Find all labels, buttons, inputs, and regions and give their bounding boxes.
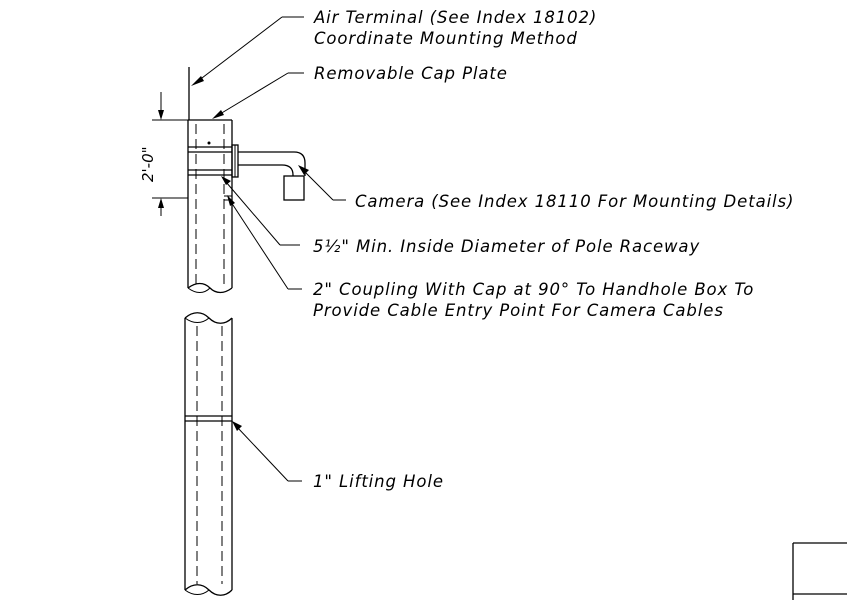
air-terminal-label: Air Terminal (See Index 18102) bbox=[313, 8, 597, 27]
dimension-label: 2'-0" bbox=[139, 146, 157, 182]
coupling-label-line1: 2" Coupling With Cap at 90° To Handhole … bbox=[313, 280, 754, 299]
mounting-method-label: Coordinate Mounting Method bbox=[314, 29, 578, 48]
leader-raceway bbox=[221, 176, 300, 246]
raceway-prefix: 5 bbox=[313, 237, 324, 256]
camera-mount bbox=[231, 144, 306, 201]
raceway-label: 5½" Min. Inside Diameter of Pole Raceway bbox=[313, 237, 700, 256]
lower-pole-section bbox=[184, 312, 233, 596]
upper-pole-section bbox=[187, 119, 233, 294]
camera-body bbox=[283, 175, 305, 201]
leader-lifting-hole bbox=[232, 421, 302, 482]
leader-coupling bbox=[224, 195, 302, 290]
leader-cap-plate bbox=[212, 72, 304, 119]
raceway-fraction: ½ bbox=[324, 237, 341, 256]
leader-air-terminal bbox=[191, 16, 304, 86]
dimension-2ft: 2'-0" bbox=[139, 92, 188, 216]
raceway-suffix: " Min. Inside Diameter of Pole Raceway bbox=[341, 237, 700, 256]
coupling-label-line2: Provide Cable Entry Point For Camera Cab… bbox=[313, 301, 724, 320]
camera-label: Camera (See Index 18110 For Mounting Det… bbox=[355, 192, 794, 211]
leader-camera bbox=[298, 165, 346, 201]
title-block-corner bbox=[792, 542, 847, 600]
cap-plate-label: Removable Cap Plate bbox=[314, 64, 508, 83]
lifting-hole-label: 1" Lifting Hole bbox=[313, 472, 444, 491]
